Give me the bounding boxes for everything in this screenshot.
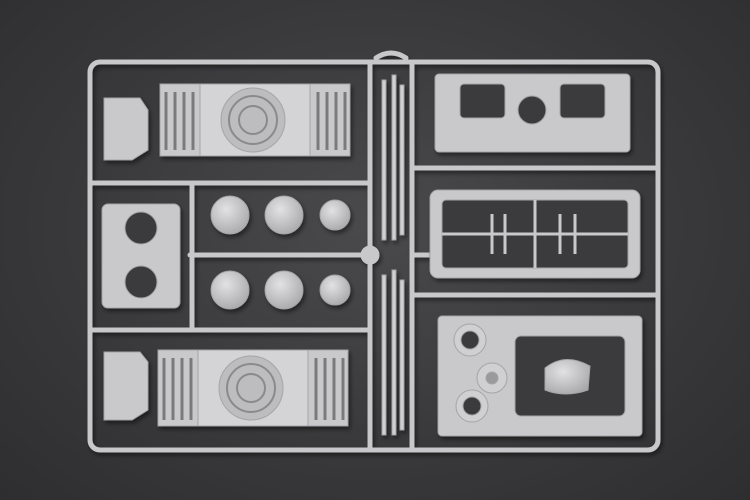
outer-runner xyxy=(87,59,661,453)
hatch-part-bottom xyxy=(103,351,149,421)
engine-deck-bottom xyxy=(157,349,349,427)
hull-plate-bottom xyxy=(437,315,643,437)
rod-parts-bottom xyxy=(381,269,405,436)
rod-parts-top xyxy=(381,74,405,241)
hatch-part-top xyxy=(103,97,149,161)
vision-plate xyxy=(434,73,631,153)
twin-hole-plate xyxy=(101,203,181,309)
engine-deck-top xyxy=(159,83,351,157)
sprue-frame xyxy=(87,50,661,453)
runner-hub xyxy=(360,245,380,265)
top-tab xyxy=(373,50,409,61)
disc-parts xyxy=(210,195,351,310)
hull-frame-part xyxy=(429,189,641,279)
